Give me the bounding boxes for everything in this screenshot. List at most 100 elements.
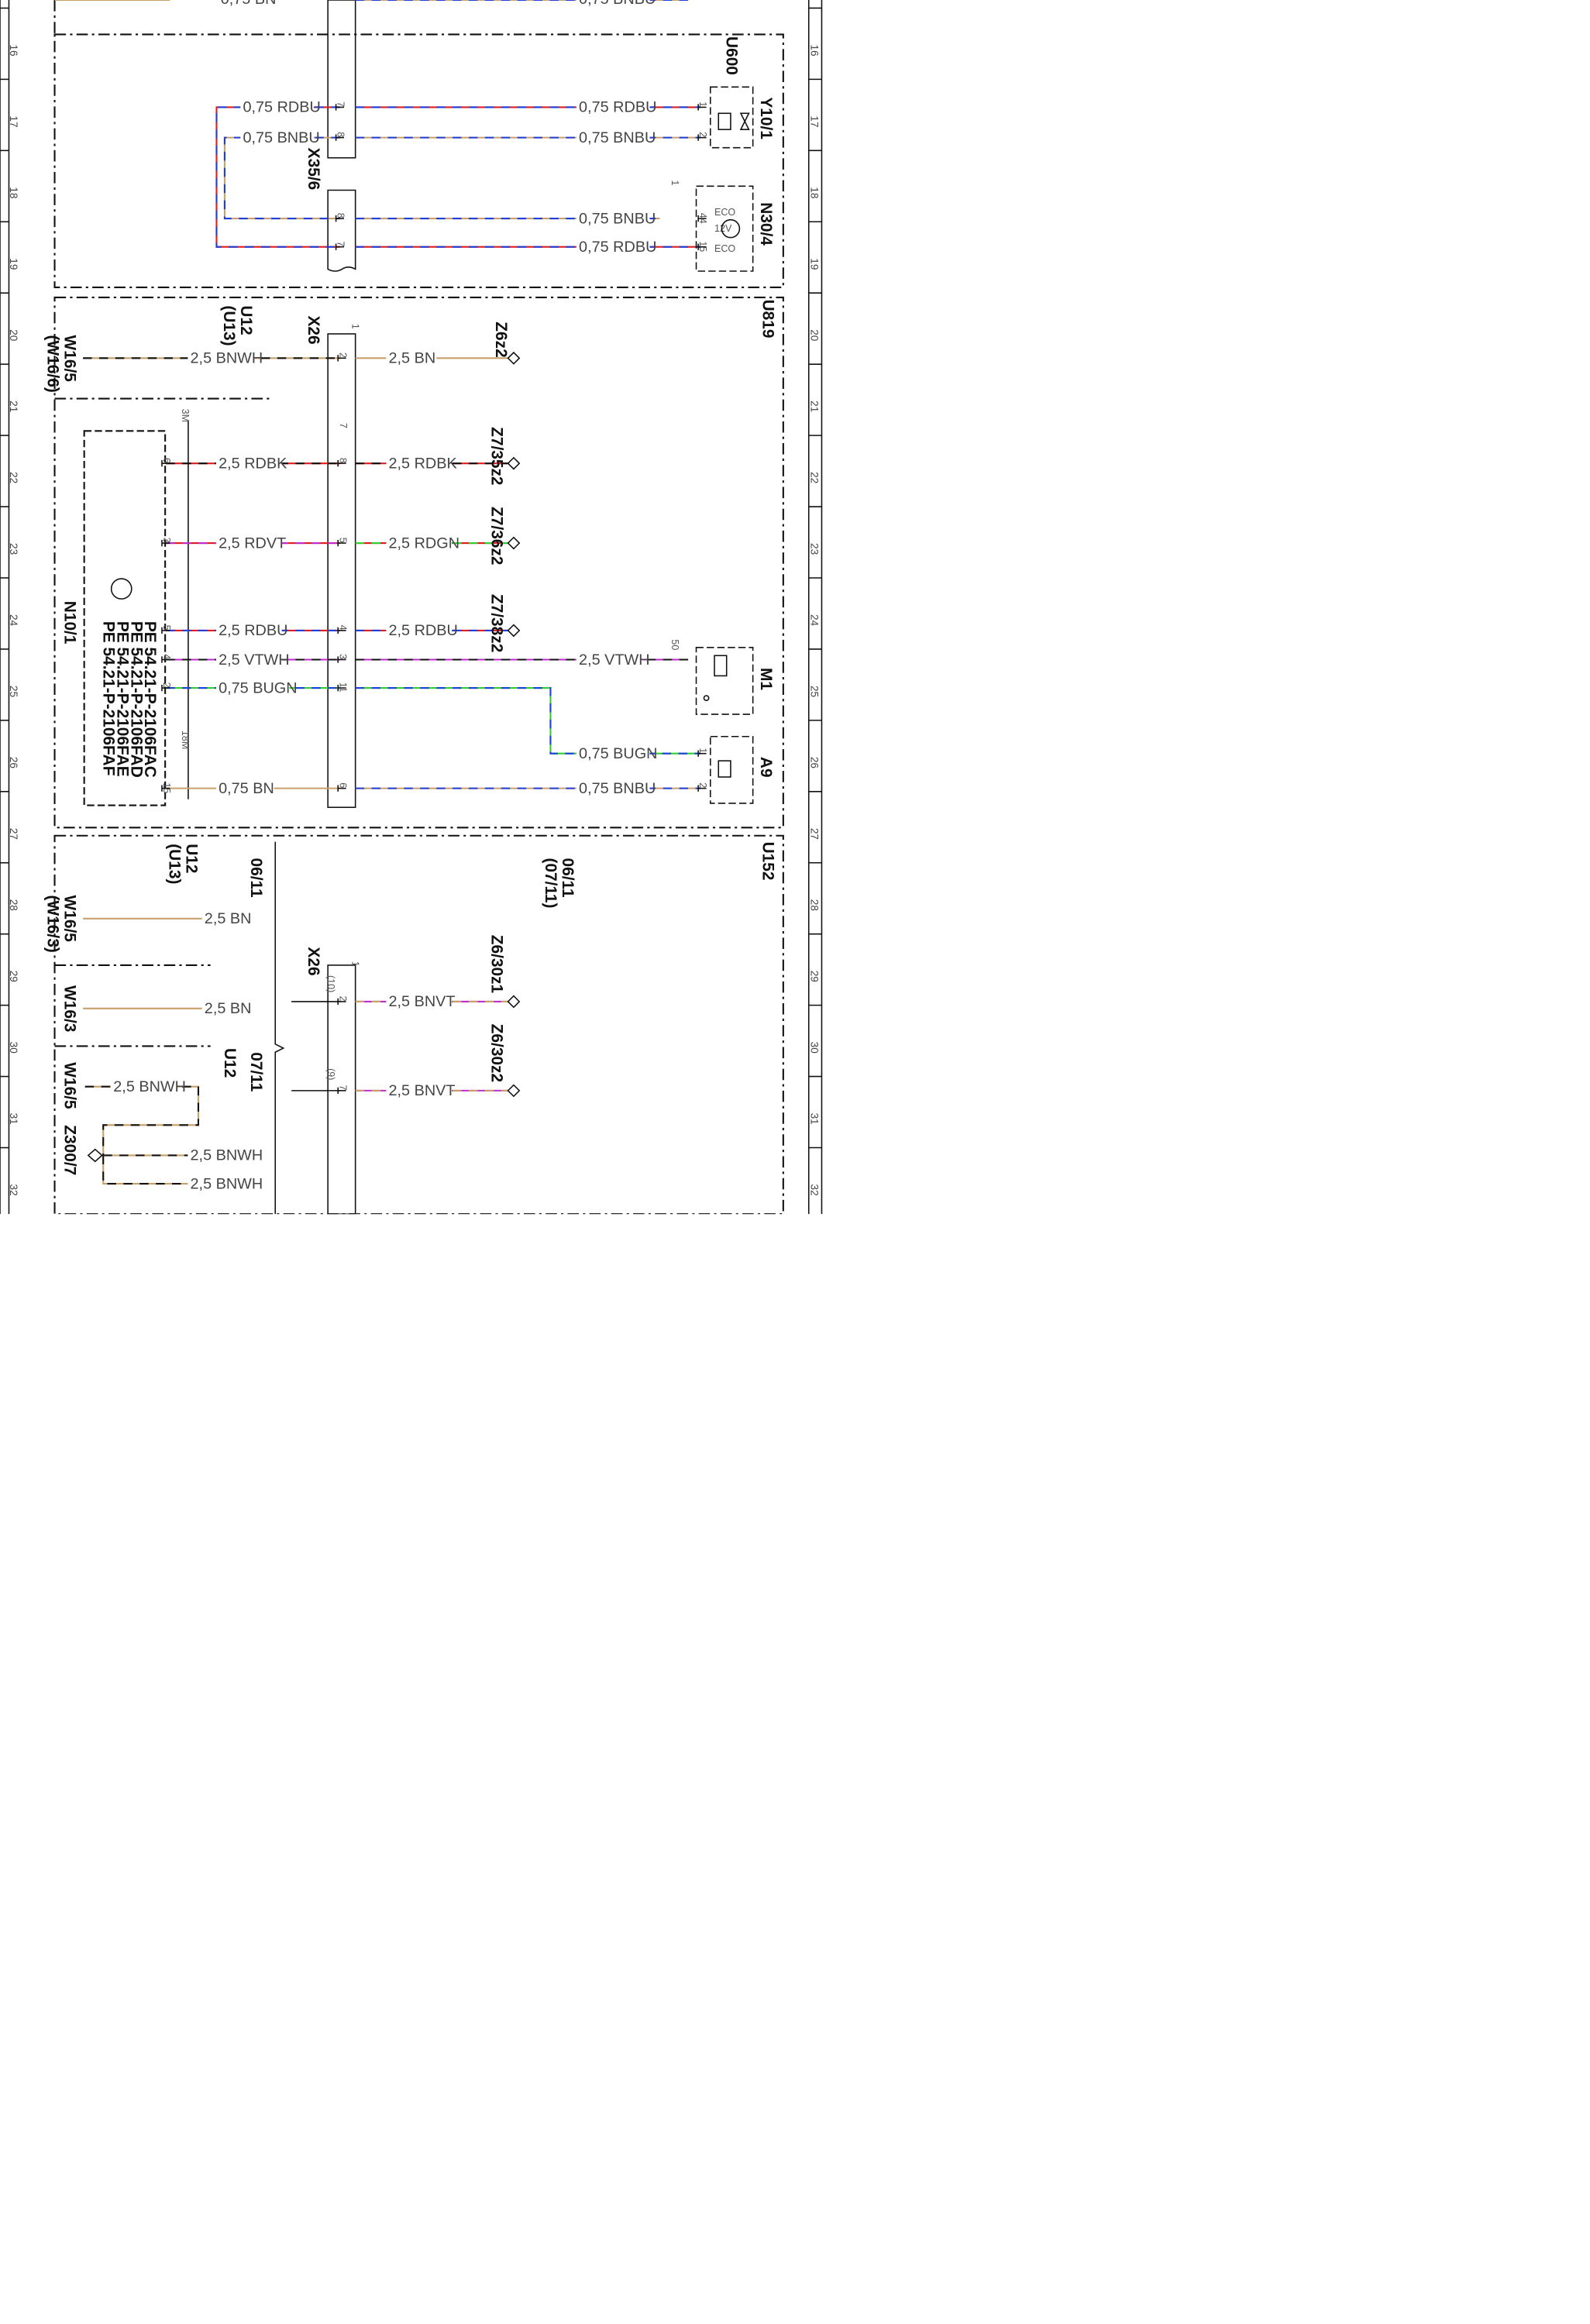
ruler-number-right: 31 xyxy=(808,1113,820,1125)
tag-18m: 18M xyxy=(180,731,191,749)
pin-x26b-9: (9) xyxy=(325,1068,336,1080)
pin-x26-bugn: 11 xyxy=(337,682,348,693)
label-m1: M1 xyxy=(757,668,775,690)
ruler-number-right: 18 xyxy=(808,187,820,198)
ruler-number-right: 29 xyxy=(808,971,820,982)
wire-label-bnvt-1: 2,5 BNVT xyxy=(389,993,456,1010)
pin-x26-rdbu: 4 xyxy=(337,625,348,631)
pin-x26-rdbk: 8 xyxy=(337,458,348,463)
pin-n10-rdbk: 6 xyxy=(161,458,172,463)
label-x26-lower: X26 xyxy=(305,947,322,975)
wire-label-bnwh-z300-1: 2,5 BNWH xyxy=(191,1147,263,1164)
wire-label-bn-a9-left-bg xyxy=(215,781,274,798)
ruler-number-left: 29 xyxy=(8,971,19,982)
pin-x26b-2: 2 xyxy=(337,996,348,1002)
wire-label-rdbu-right: 2,5 RDBU xyxy=(389,622,458,639)
a9-compressor-symbol xyxy=(710,735,754,804)
pin-x26-2: 2 xyxy=(337,352,348,358)
z6-30z2-splice xyxy=(507,1084,521,1098)
wire-label-vtwh-right-bg xyxy=(576,652,642,669)
pin-n30-15: 15 xyxy=(697,241,708,252)
wire-label-rdbu-n30-bg xyxy=(576,239,650,256)
wire-label-bnbu-17: 0,75 BNBU xyxy=(243,129,319,146)
ref-06-11: 06/11 xyxy=(247,858,265,897)
wire-label-rdbu-left-bg xyxy=(215,623,282,640)
ruler-number-right: 20 xyxy=(808,329,820,342)
wire-label-bn-w16-3: 2,5 BN xyxy=(205,1000,252,1017)
wire-label-bnbu-n30: 0,75 BNBU xyxy=(579,210,656,227)
ruler-number-left: 26 xyxy=(8,757,19,768)
wire-label-bnwh-w16-5: 2,5 BNWH xyxy=(113,1078,186,1095)
label-n30-4: N30/4 xyxy=(757,202,775,246)
ruler-number-right: 30 xyxy=(808,1042,820,1054)
pin-n10-bugn: 2 xyxy=(161,682,172,688)
label-u152: U152 xyxy=(759,842,777,881)
wire-label-bnwh-w16: 2,5 BNWH xyxy=(191,350,263,367)
ruler-number-left: 25 xyxy=(8,686,19,697)
wire-label-top-bnbu-bg xyxy=(576,0,650,9)
pin-a9-1: 1 xyxy=(697,748,708,753)
wire-label-top-bn-bg xyxy=(218,0,277,9)
ruler-number-right: 22 xyxy=(808,472,820,483)
wire-label-bnwh-z300-2-bg xyxy=(188,1176,254,1193)
label-w16-5-6: W16/5(W16/6) xyxy=(44,335,79,393)
wire-label-rdbu-right-bg xyxy=(386,623,452,640)
wire-label-bnvt-1-bg xyxy=(386,994,452,1011)
wire-label-rdbu-17-bg xyxy=(240,100,314,116)
label-n10-1: N10/1 xyxy=(61,601,79,645)
wire-label-top-bn: 0,75 BN xyxy=(221,0,277,8)
ruler-number-left: 21 xyxy=(8,401,19,412)
ruler-number-left: 28 xyxy=(8,899,19,911)
z300-7-splice-symbol xyxy=(87,1148,103,1163)
label-u12-u13-upper: U12(U13) xyxy=(220,305,255,346)
pin-m1-50: 50 xyxy=(669,639,680,650)
wire-label-top-bnbu: 0,75 BNBU xyxy=(579,0,656,8)
label-u600: U600 xyxy=(723,36,741,75)
wire-rdbu-loop-stripe xyxy=(215,106,340,248)
label-z300-7: Z300/7 xyxy=(61,1125,79,1175)
wire-label-vtwh-left: 2,5 VTWH xyxy=(219,651,290,669)
wire-label-rdbu-17: 0,75 RDBU xyxy=(243,99,320,116)
label-w16-5: W16/5 xyxy=(61,1062,79,1109)
pin-x26-bn-a9: 6 xyxy=(337,782,348,788)
label-z6-30z2: Z6/30z2 xyxy=(488,1024,506,1082)
pin-x26-1: 1 xyxy=(349,324,360,329)
ruler-number-right: 28 xyxy=(808,899,820,911)
wire-label-vtwh-right: 2,5 VTWH xyxy=(579,651,650,669)
wire-label-bnbu-y10: 0,75 BNBU xyxy=(579,129,656,146)
label-u12: U12 xyxy=(221,1048,239,1078)
label-y10-1: Y10/1 xyxy=(757,97,775,139)
ruler-number-right: 26 xyxy=(808,757,820,768)
wire-label-bnwh-w16-5-bg xyxy=(111,1079,177,1096)
ruler-number-left: 19 xyxy=(8,258,19,270)
wire-label-bugn-left-bg xyxy=(215,680,290,697)
label-z7-38z2: Z7/38z2 xyxy=(488,594,506,652)
pin-x26b-10: (10) xyxy=(325,975,336,992)
label-x35-6: X35/6 xyxy=(305,148,322,191)
wire-label-bugn-left: 0,75 BUGN xyxy=(219,679,297,696)
wire-label-bnwh-z300-1-bg xyxy=(188,1148,254,1164)
wire-label-rdvt-left: 2,5 RDVT xyxy=(219,535,286,552)
wire-label-bnvt-2: 2,5 BNVT xyxy=(389,1082,456,1099)
x35-6-connector xyxy=(327,0,356,272)
ruler-number-left: 24 xyxy=(8,614,19,627)
pin-a9-2: 2 xyxy=(697,782,708,788)
ruler-number-left: 23 xyxy=(8,543,19,555)
ruler-number-left: 30 xyxy=(8,1042,19,1054)
wire-label-rdbk-left: 2,5 RDBK xyxy=(219,455,287,472)
wire-bnwh-z300-stripe xyxy=(84,1085,200,1156)
label-z7-35z2-splice xyxy=(507,456,521,470)
ref-06-11-07-11: 06/11(07/11) xyxy=(542,858,576,908)
n10-note: PE 54.21-P-2106FAE xyxy=(113,621,131,777)
ruler-number-right: 25 xyxy=(808,686,820,697)
label-z6z2-splice xyxy=(507,351,521,365)
wire-label-bugn-right: 0,75 BUGN xyxy=(579,745,657,762)
ruler-number-left: 22 xyxy=(8,472,19,483)
wire-bnwh-z300 xyxy=(84,1085,200,1156)
bus-bracket xyxy=(274,841,285,1215)
n10-note: PE 54.21-P-2106FAC xyxy=(141,621,159,778)
wire-label-bn-a9-right-bg xyxy=(576,781,650,798)
pin-y10-2: 2 xyxy=(697,132,708,137)
wire-label-rdbu-left: 2,5 RDBU xyxy=(219,622,287,639)
label-z7-36z2-splice xyxy=(507,536,521,550)
